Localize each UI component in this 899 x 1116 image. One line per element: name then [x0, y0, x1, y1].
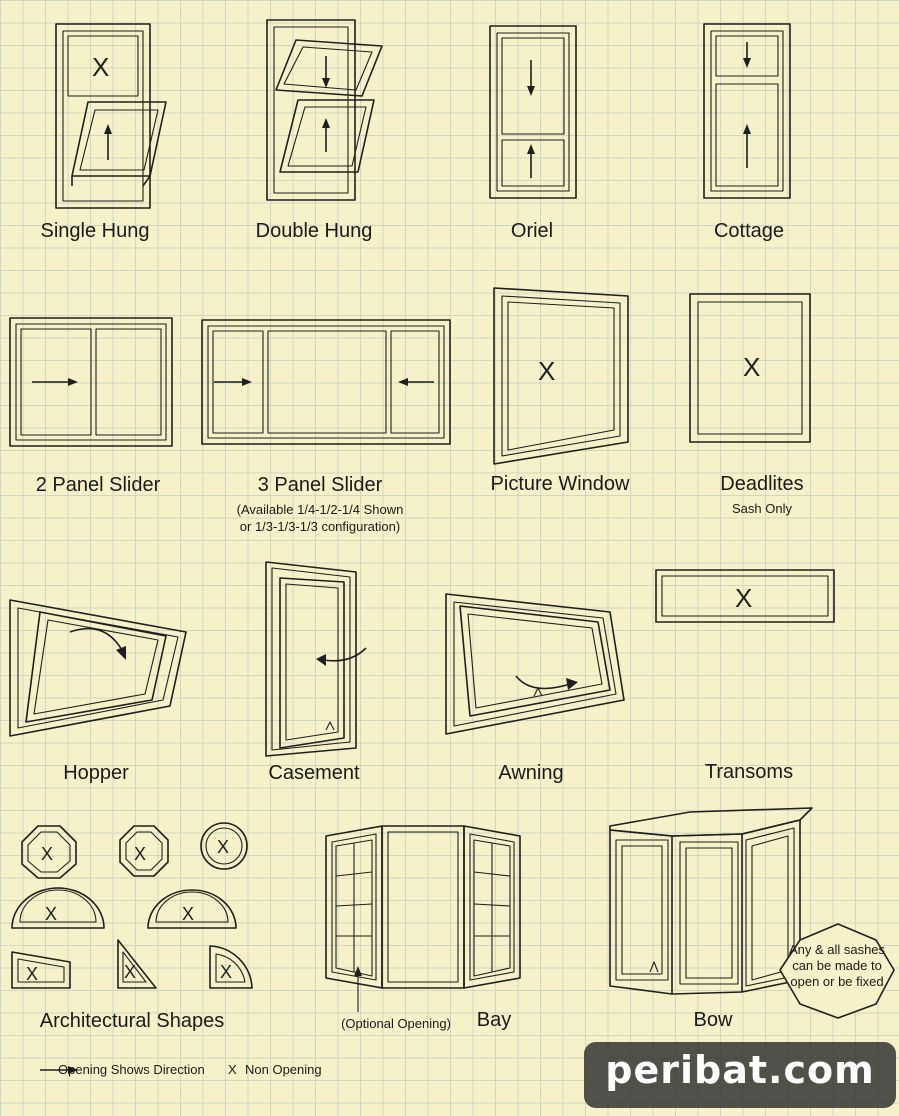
oriel-label: Oriel — [510, 220, 554, 242]
architectural-shapes-drawing: X X X X X X X X — [11, 822, 253, 989]
double-hung-drawing — [266, 19, 383, 201]
casement-label: Casement — [268, 762, 360, 784]
legend-arrow-icon — [40, 1066, 78, 1074]
bow-drawing — [609, 807, 895, 1019]
bow-label: Bow — [693, 1009, 733, 1031]
cottage-label: Cottage — [713, 220, 785, 242]
legend-x-symbol: X — [228, 1062, 237, 1077]
hopper-drawing — [9, 599, 187, 737]
double-hung-label: Double Hung — [255, 220, 373, 242]
non-opening-mark: X — [41, 844, 53, 864]
oriel-drawing — [489, 25, 577, 199]
three-panel-note-1: (Available 1/4-1/2-1/4 Shown — [236, 502, 404, 517]
deadlites-label: Deadlites — [720, 473, 804, 495]
non-opening-mark: X — [124, 962, 136, 982]
transoms-drawing: X — [655, 569, 835, 623]
awning-label: Awning — [498, 762, 564, 784]
hopper-label: Hopper — [63, 762, 129, 784]
casement-drawing — [265, 561, 367, 757]
watermark-text: peribat.com — [605, 1048, 875, 1092]
single-hung-drawing: X — [55, 23, 167, 209]
bay-label: Bay — [476, 1009, 512, 1031]
cottage-drawing — [703, 23, 791, 199]
optional-opening-label: (Optional Opening) — [341, 1016, 451, 1031]
bow-note: Any & all sashes can be made to open or … — [788, 942, 886, 989]
transoms-label: Transoms — [704, 761, 794, 783]
deadlites-sub-label: Sash Only — [732, 501, 792, 516]
legend-non-opening: Non Opening — [245, 1062, 322, 1077]
non-opening-mark: X — [538, 356, 555, 386]
picture-window-drawing: X — [493, 287, 629, 465]
non-opening-mark: X — [92, 52, 109, 82]
two-panel-slider-drawing — [9, 317, 173, 447]
non-opening-mark: X — [220, 962, 232, 982]
picture-window-label: Picture Window — [490, 473, 630, 495]
three-panel-slider-drawing — [201, 319, 451, 445]
bay-drawing — [325, 825, 521, 1012]
two-panel-slider-label: 2 Panel Slider — [35, 474, 161, 496]
non-opening-mark: X — [26, 964, 38, 984]
non-opening-mark: X — [735, 583, 752, 613]
non-opening-mark: X — [217, 837, 229, 857]
watermark-banner: peribat.com — [584, 1042, 896, 1108]
three-panel-slider-label: 3 Panel Slider — [257, 474, 383, 496]
non-opening-mark: X — [743, 352, 760, 382]
single-hung-label: Single Hung — [40, 220, 150, 242]
legend-opening-direction: Opening Shows Direction — [58, 1062, 205, 1077]
three-panel-note-2: or 1/3-1/3-1/3 configuration) — [239, 519, 401, 534]
non-opening-mark: X — [182, 904, 194, 924]
non-opening-mark: X — [45, 904, 57, 924]
deadlites-drawing: X — [689, 293, 811, 443]
non-opening-mark: X — [134, 844, 146, 864]
awning-drawing — [445, 593, 625, 735]
architectural-shapes-label: Architectural Shapes — [39, 1010, 225, 1032]
